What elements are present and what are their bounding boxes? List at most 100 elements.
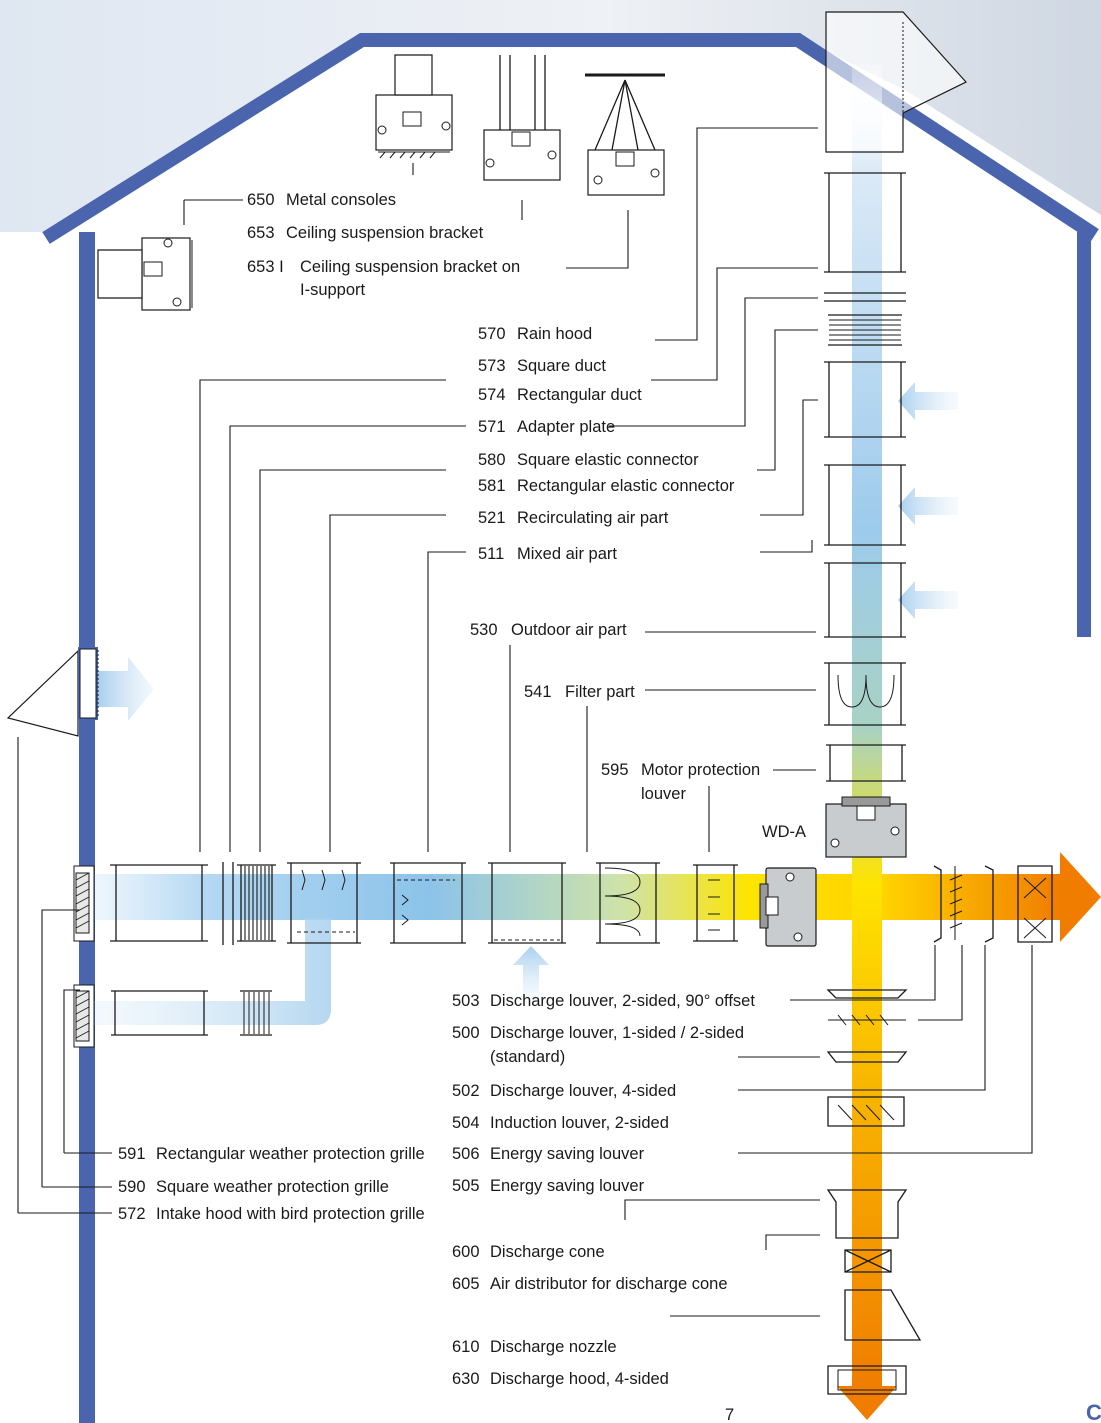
- svg-text:Rectangular elastic connector: Rectangular elastic connector: [517, 477, 735, 495]
- svg-text:521: 521: [478, 509, 506, 527]
- intake-hood: [6, 647, 99, 737]
- label-505: 505 Energy saving louver: [452, 1177, 645, 1195]
- label-595: 595 Motor protection louver: [601, 761, 760, 803]
- horizontal-air-flow: [90, 874, 1060, 920]
- page-number: 7: [725, 1406, 734, 1423]
- weather-grille-lower: [73, 984, 95, 1048]
- svg-text:Mixed air part: Mixed air part: [517, 545, 617, 563]
- label-653: 653 Ceiling suspension bracket: [247, 224, 484, 242]
- svg-text:590: 590: [118, 1178, 146, 1196]
- svg-text:Square elastic connector: Square elastic connector: [517, 451, 699, 469]
- svg-text:Discharge louver, 4-sided: Discharge louver, 4-sided: [490, 1082, 676, 1100]
- label-610: 610 Discharge nozzle: [452, 1338, 617, 1356]
- label-591: 591 Rectangular weather protection grill…: [118, 1145, 425, 1163]
- sky-background: [0, 0, 1101, 232]
- vertical-air-flow: [852, 65, 882, 1387]
- svg-text:580: 580: [478, 451, 506, 469]
- svg-text:570: 570: [478, 325, 506, 343]
- svg-text:Adapter plate: Adapter plate: [517, 418, 615, 436]
- svg-text:504: 504: [452, 1114, 480, 1132]
- svg-text:605: 605: [452, 1275, 480, 1293]
- svg-text:591: 591: [118, 1145, 146, 1163]
- label-502: 502 Discharge louver, 4-sided: [452, 1082, 676, 1100]
- vertical-air-flow-arrowhead: [837, 1386, 897, 1420]
- svg-text:500: 500: [452, 1024, 480, 1042]
- wall-console-bracket: [97, 237, 193, 311]
- svg-text:Ceiling suspension bracket on: Ceiling suspension bracket on: [300, 258, 520, 276]
- lower-duct-parts: [111, 990, 272, 1036]
- label-574: 574 Rectangular duct: [478, 386, 642, 404]
- svg-text:Energy saving louver: Energy saving louver: [490, 1145, 645, 1163]
- label-571: 571 Adapter plate: [478, 418, 615, 436]
- svg-text:Energy saving louver: Energy saving louver: [490, 1177, 645, 1195]
- inflow-arrows: [98, 382, 958, 1000]
- svg-text:574: 574: [478, 386, 506, 404]
- label-521: 521 Recirculating air part: [478, 509, 669, 527]
- label-605: 605 Air distributor for discharge cone: [452, 1275, 728, 1293]
- label-570: 570 Rain hood: [478, 325, 592, 343]
- svg-text:Rain hood: Rain hood: [517, 325, 592, 343]
- label-506: 506 Energy saving louver: [452, 1145, 645, 1163]
- svg-text:(standard): (standard): [490, 1048, 565, 1066]
- ceiling-suspension-bracket-i-support: [585, 73, 665, 196]
- weather-grille-upper: [73, 865, 95, 942]
- svg-text:505: 505: [452, 1177, 480, 1195]
- wd-a-unit-vertical: [825, 796, 907, 858]
- svg-text:Rectangular weather protection: Rectangular weather protection grille: [156, 1145, 425, 1163]
- label-630: 630 Discharge hood, 4-sided: [452, 1370, 669, 1388]
- label-581: 581 Rectangular elastic connector: [478, 477, 735, 495]
- svg-text:Discharge nozzle: Discharge nozzle: [490, 1338, 617, 1356]
- svg-text:I-support: I-support: [300, 281, 366, 299]
- horizontal-air-flow-arrowhead: [1060, 852, 1101, 942]
- label-504: 504 Induction louver, 2-sided: [452, 1114, 669, 1132]
- label-590: 590 Square weather protection grille: [118, 1178, 389, 1196]
- label-650: 650 Metal consoles: [247, 191, 396, 209]
- svg-text:Air distributor for discharge: Air distributor for discharge cone: [490, 1275, 728, 1293]
- svg-text:571: 571: [478, 418, 506, 436]
- label-600: 600 Discharge cone: [452, 1243, 605, 1261]
- svg-text:610: 610: [452, 1338, 480, 1356]
- svg-text:Motor protection: Motor protection: [641, 761, 760, 779]
- svg-text:Square weather protection gril: Square weather protection grille: [156, 1178, 389, 1196]
- wd-a-label: WD-A: [762, 823, 806, 841]
- svg-text:Outdoor air part: Outdoor air part: [511, 621, 627, 639]
- svg-text:Intake hood with bird protecti: Intake hood with bird protection grille: [156, 1205, 425, 1223]
- svg-text:581: 581: [478, 477, 506, 495]
- label-500: 500 Discharge louver, 1-sided / 2-sided …: [452, 1024, 744, 1066]
- label-572: 572 Intake hood with bird protection gri…: [118, 1205, 425, 1223]
- svg-text:Square duct: Square duct: [517, 357, 606, 375]
- metal-console-bracket: [375, 54, 453, 159]
- svg-text:511: 511: [478, 545, 504, 563]
- label-653i: 653 I Ceiling suspension bracket on I-su…: [247, 258, 520, 299]
- label-541: 541 Filter part: [524, 683, 635, 701]
- svg-text:Discharge hood, 4-sided: Discharge hood, 4-sided: [490, 1370, 669, 1388]
- svg-text:Rectangular duct: Rectangular duct: [517, 386, 642, 404]
- roof-outline: [42, 33, 1099, 244]
- svg-text:600: 600: [452, 1243, 480, 1261]
- label-511: 511 Mixed air part: [478, 545, 617, 563]
- svg-text:louver: louver: [641, 785, 686, 803]
- svg-text:650: 650: [247, 191, 275, 209]
- svg-text:Recirculating air part: Recirculating air part: [517, 509, 669, 527]
- label-530: 530 Outdoor air part: [470, 621, 627, 639]
- svg-text:502: 502: [452, 1082, 480, 1100]
- svg-text:630: 630: [452, 1370, 480, 1388]
- svg-text:595: 595: [601, 761, 629, 779]
- svg-text:503: 503: [452, 992, 480, 1010]
- svg-text:Discharge louver, 1-sided / 2-: Discharge louver, 1-sided / 2-sided: [490, 1024, 744, 1042]
- left-wall: [79, 232, 95, 1423]
- vertical-duct-parts: [824, 11, 967, 782]
- svg-text:Induction louver, 2-sided: Induction louver, 2-sided: [490, 1114, 669, 1132]
- discharge-louvers-horizontal: [933, 865, 1053, 943]
- svg-text:Filter part: Filter part: [565, 683, 635, 701]
- svg-text:Discharge louver, 2-sided, 90°: Discharge louver, 2-sided, 90° offset: [490, 992, 755, 1010]
- svg-text:Discharge cone: Discharge cone: [490, 1243, 605, 1261]
- svg-text:653 I: 653 I: [247, 258, 284, 276]
- svg-text:573: 573: [478, 357, 506, 375]
- ceiling-suspension-bracket: [483, 55, 561, 181]
- discharge-devices-vertical: [826, 989, 922, 1395]
- corner-mark: C: [1086, 1400, 1101, 1423]
- svg-text:506: 506: [452, 1145, 480, 1163]
- svg-text:530: 530: [470, 621, 498, 639]
